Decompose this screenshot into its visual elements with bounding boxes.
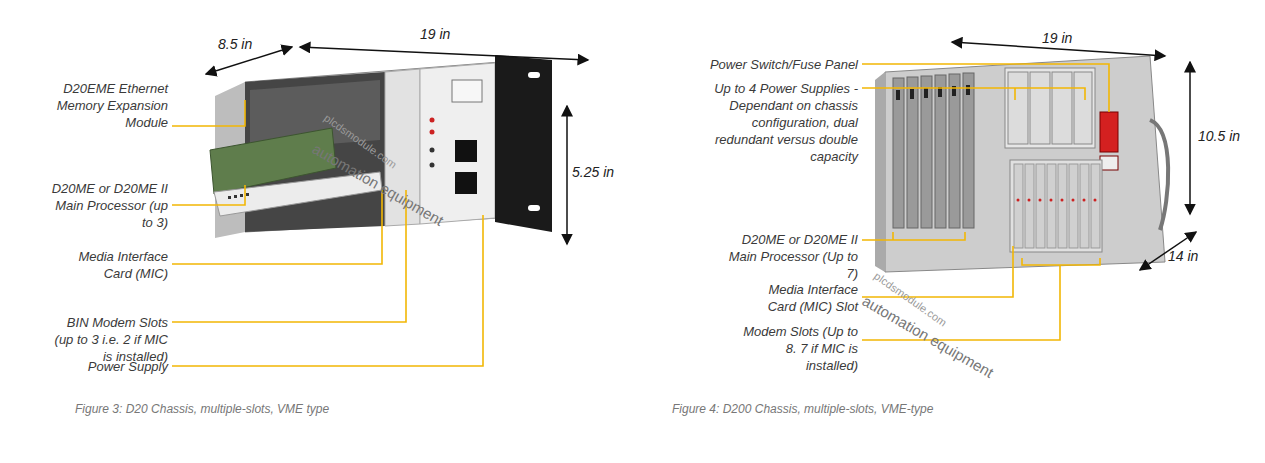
callout-label: D20ME or D20ME II Main Processor (up to … (50, 180, 168, 231)
callout-label: Power Switch/Fuse Panel (658, 56, 858, 73)
figure-caption: Figure 3: D20 Chassis, multiple-slots, V… (75, 401, 329, 418)
dimension-label: 14 in (1168, 248, 1198, 265)
dimension-label: 10.5 in (1198, 128, 1240, 145)
callout-label: Modem Slots (Up to 8. 7 if MIC is instal… (738, 323, 858, 374)
callout-label: Up to 4 Power Supplies - Dependant on ch… (704, 80, 858, 165)
callout-label: Media Interface Card (MIC) (64, 248, 168, 282)
dimension-label: 19 in (1042, 30, 1072, 47)
figure-caption: Figure 4: D200 Chassis, multiple-slots, … (672, 401, 933, 418)
dimension-label: 8.5 in (218, 36, 252, 53)
dimension-label: 5.25 in (572, 164, 614, 181)
callout-label: BIN Modem Slots (up to 3 i.e. 2 if MIC i… (48, 314, 168, 365)
callout-label: D20EME Ethernet Memory Expansion Module (56, 80, 168, 131)
callout-label: D20ME or D20ME II Main Processor (Up to … (722, 231, 858, 282)
dimension-label: 19 in (420, 26, 450, 43)
callout-label: Media Interface Card (MIC) Slot (754, 281, 858, 315)
callout-label: Power Supply (64, 358, 168, 375)
